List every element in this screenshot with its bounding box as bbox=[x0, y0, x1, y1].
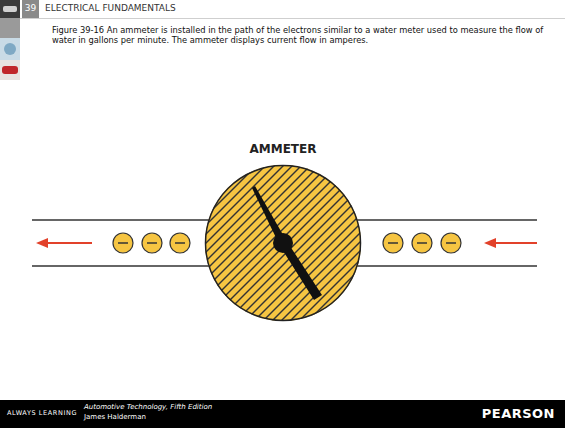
figure-caption: Figure 39-16 An ammeter is installed in … bbox=[52, 25, 557, 45]
thumbnail-icon bbox=[0, 38, 20, 60]
gauge-face bbox=[204, 164, 362, 322]
flow-arrow bbox=[484, 238, 537, 248]
footer-bar bbox=[0, 400, 565, 428]
thumbnail-icon bbox=[4, 43, 16, 55]
thumbnail-icon bbox=[3, 6, 17, 12]
book-author: James Halderman bbox=[84, 413, 146, 421]
thumbnail-icon bbox=[0, 0, 20, 18]
footer-brand: ALWAYS LEARNING bbox=[7, 409, 77, 417]
chapter-box bbox=[22, 0, 39, 18]
book-title: Automotive Technology, Fifth Edition bbox=[84, 403, 212, 411]
ammeter-gauge: AMMETER bbox=[204, 142, 362, 322]
gauge-label: AMMETER bbox=[204, 142, 362, 156]
chapter-number: 39 bbox=[22, 3, 39, 13]
electron-symbol bbox=[113, 233, 461, 253]
header-rule bbox=[20, 18, 565, 19]
thumbnail-icon bbox=[2, 66, 18, 74]
thumbnail-icon bbox=[0, 60, 20, 80]
publisher-logo: PEARSON bbox=[482, 406, 555, 421]
thumbnail-icon bbox=[0, 18, 20, 38]
flow-arrow bbox=[36, 238, 92, 248]
slide-title: ELECTRICAL FUNDAMENTALS bbox=[45, 3, 176, 13]
